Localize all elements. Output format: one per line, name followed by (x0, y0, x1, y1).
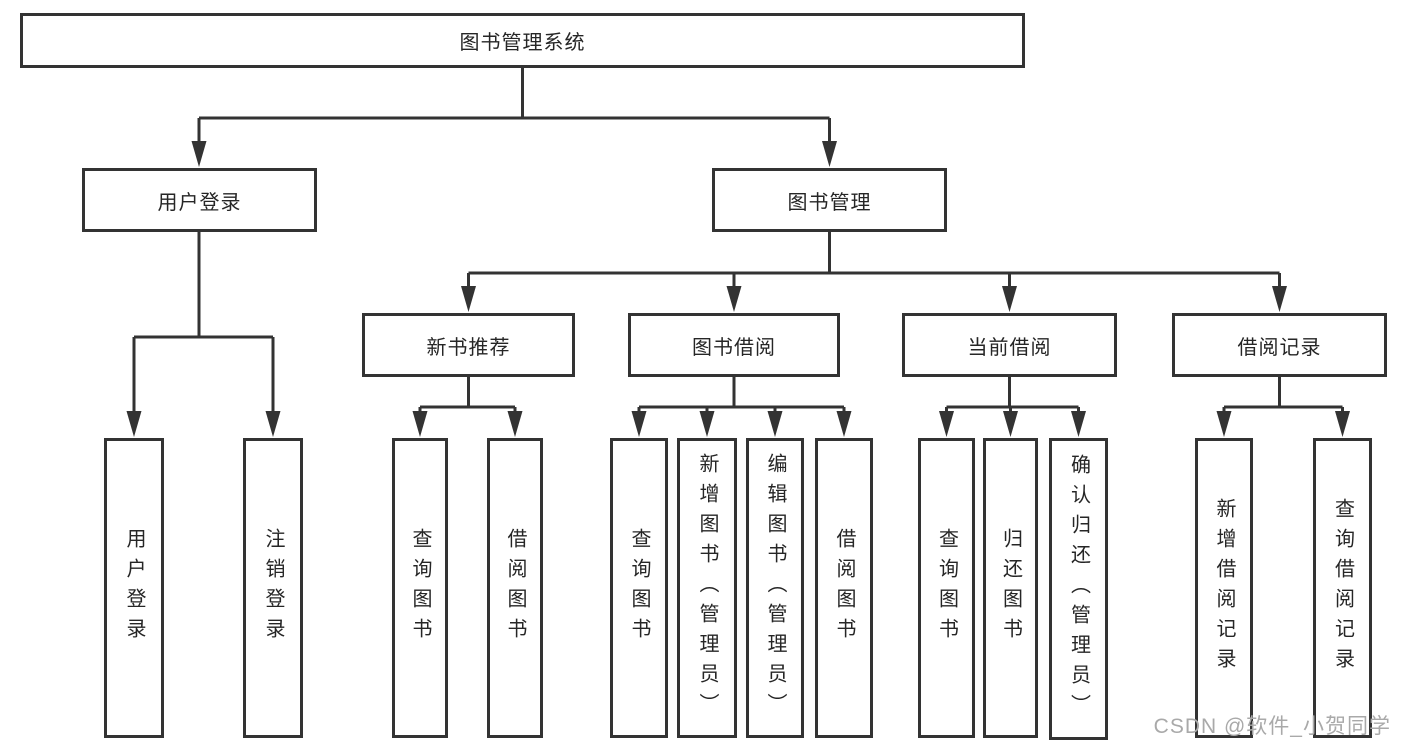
leaf-label: 查询图书 (935, 528, 958, 648)
leaf-user-login: 用户登录 (104, 438, 164, 738)
leaf-label: 新增借阅记录 (1213, 498, 1235, 678)
leaf-label: 编辑图书（管理员） (764, 453, 786, 723)
arrowhead-icon (412, 411, 428, 437)
node-label: 新书推荐 (426, 336, 511, 359)
node-borrowing-records: 借阅记录 (1172, 313, 1387, 377)
arrowhead-icon (1335, 411, 1350, 437)
tree-edges (132, 68, 1344, 414)
arrowhead-icon (126, 411, 142, 437)
arrowhead-icon (507, 411, 523, 437)
arrowhead-icon (1216, 411, 1232, 437)
arrowhead-icon (1071, 411, 1086, 437)
arrowhead-icon (767, 411, 783, 437)
arrowhead-icon (265, 411, 281, 437)
arrowhead-icon (461, 286, 476, 312)
leaf-br-add-record: 新增借阅记录 (1195, 438, 1253, 738)
leaf-label: 查询图书 (628, 528, 650, 648)
node-book-borrowing: 图书借阅 (628, 313, 840, 377)
arrowhead-icon (1003, 411, 1018, 437)
node-label: 图书管理系统 (459, 32, 586, 54)
arrowhead-icon (726, 286, 742, 312)
arrowheads (126, 141, 1350, 437)
leaf-bb-query-books: 查询图书 (610, 438, 668, 738)
node-label: 借阅记录 (1237, 336, 1322, 359)
leaf-br-query-record: 查询借阅记录 (1313, 438, 1372, 738)
leaf-bb-borrow-books: 借阅图书 (815, 438, 873, 738)
leaf-cb-query-books: 查询图书 (918, 438, 975, 738)
leaf-label: 查询借阅记录 (1331, 498, 1354, 678)
node-label: 图书借阅 (692, 336, 776, 359)
leaf-cb-return-books: 归还图书 (983, 438, 1038, 738)
leaf-label: 借阅图书 (504, 528, 526, 648)
leaf-label: 用户登录 (123, 528, 145, 648)
arrowhead-icon (822, 141, 837, 167)
arrowhead-icon (1272, 286, 1287, 312)
leaf-label: 归还图书 (999, 528, 1022, 648)
node-user-login: 用户登录 (82, 168, 317, 232)
node-current-borrowing: 当前借阅 (902, 313, 1117, 377)
leaf-nbr-query-books: 查询图书 (392, 438, 448, 738)
node-book-management: 图书管理 (712, 168, 947, 232)
arrowhead-icon (631, 411, 647, 437)
node-label: 图书管理 (787, 191, 872, 214)
leaf-label: 借阅图书 (833, 528, 855, 648)
arrowhead-icon (939, 411, 954, 437)
arrowhead-icon (191, 141, 207, 167)
leaf-label: 查询图书 (409, 528, 431, 648)
leaf-label: 确认归还（管理员） (1067, 454, 1090, 724)
leaf-logout: 注销登录 (243, 438, 303, 738)
leaf-label: 注销登录 (262, 528, 284, 648)
leaf-nbr-borrow-books: 借阅图书 (487, 438, 543, 738)
node-library-management-system: 图书管理系统 (20, 13, 1025, 68)
arrowhead-icon (699, 411, 715, 437)
leaf-bb-add-books-admin: 新增图书（管理员） (677, 438, 737, 738)
watermark: CSDN @软件_小贺同学 (1153, 715, 1391, 738)
node-new-book-recommendation: 新书推荐 (362, 313, 575, 377)
arrowhead-icon (836, 411, 852, 437)
leaf-bb-edit-books-admin: 编辑图书（管理员） (746, 438, 804, 738)
leaf-cb-confirm-return-admin: 确认归还（管理员） (1049, 438, 1108, 740)
arrowhead-icon (1002, 286, 1017, 312)
node-label: 用户登录 (157, 191, 242, 214)
node-label: 当前借阅 (967, 336, 1052, 359)
leaf-label: 新增图书（管理员） (696, 453, 718, 723)
